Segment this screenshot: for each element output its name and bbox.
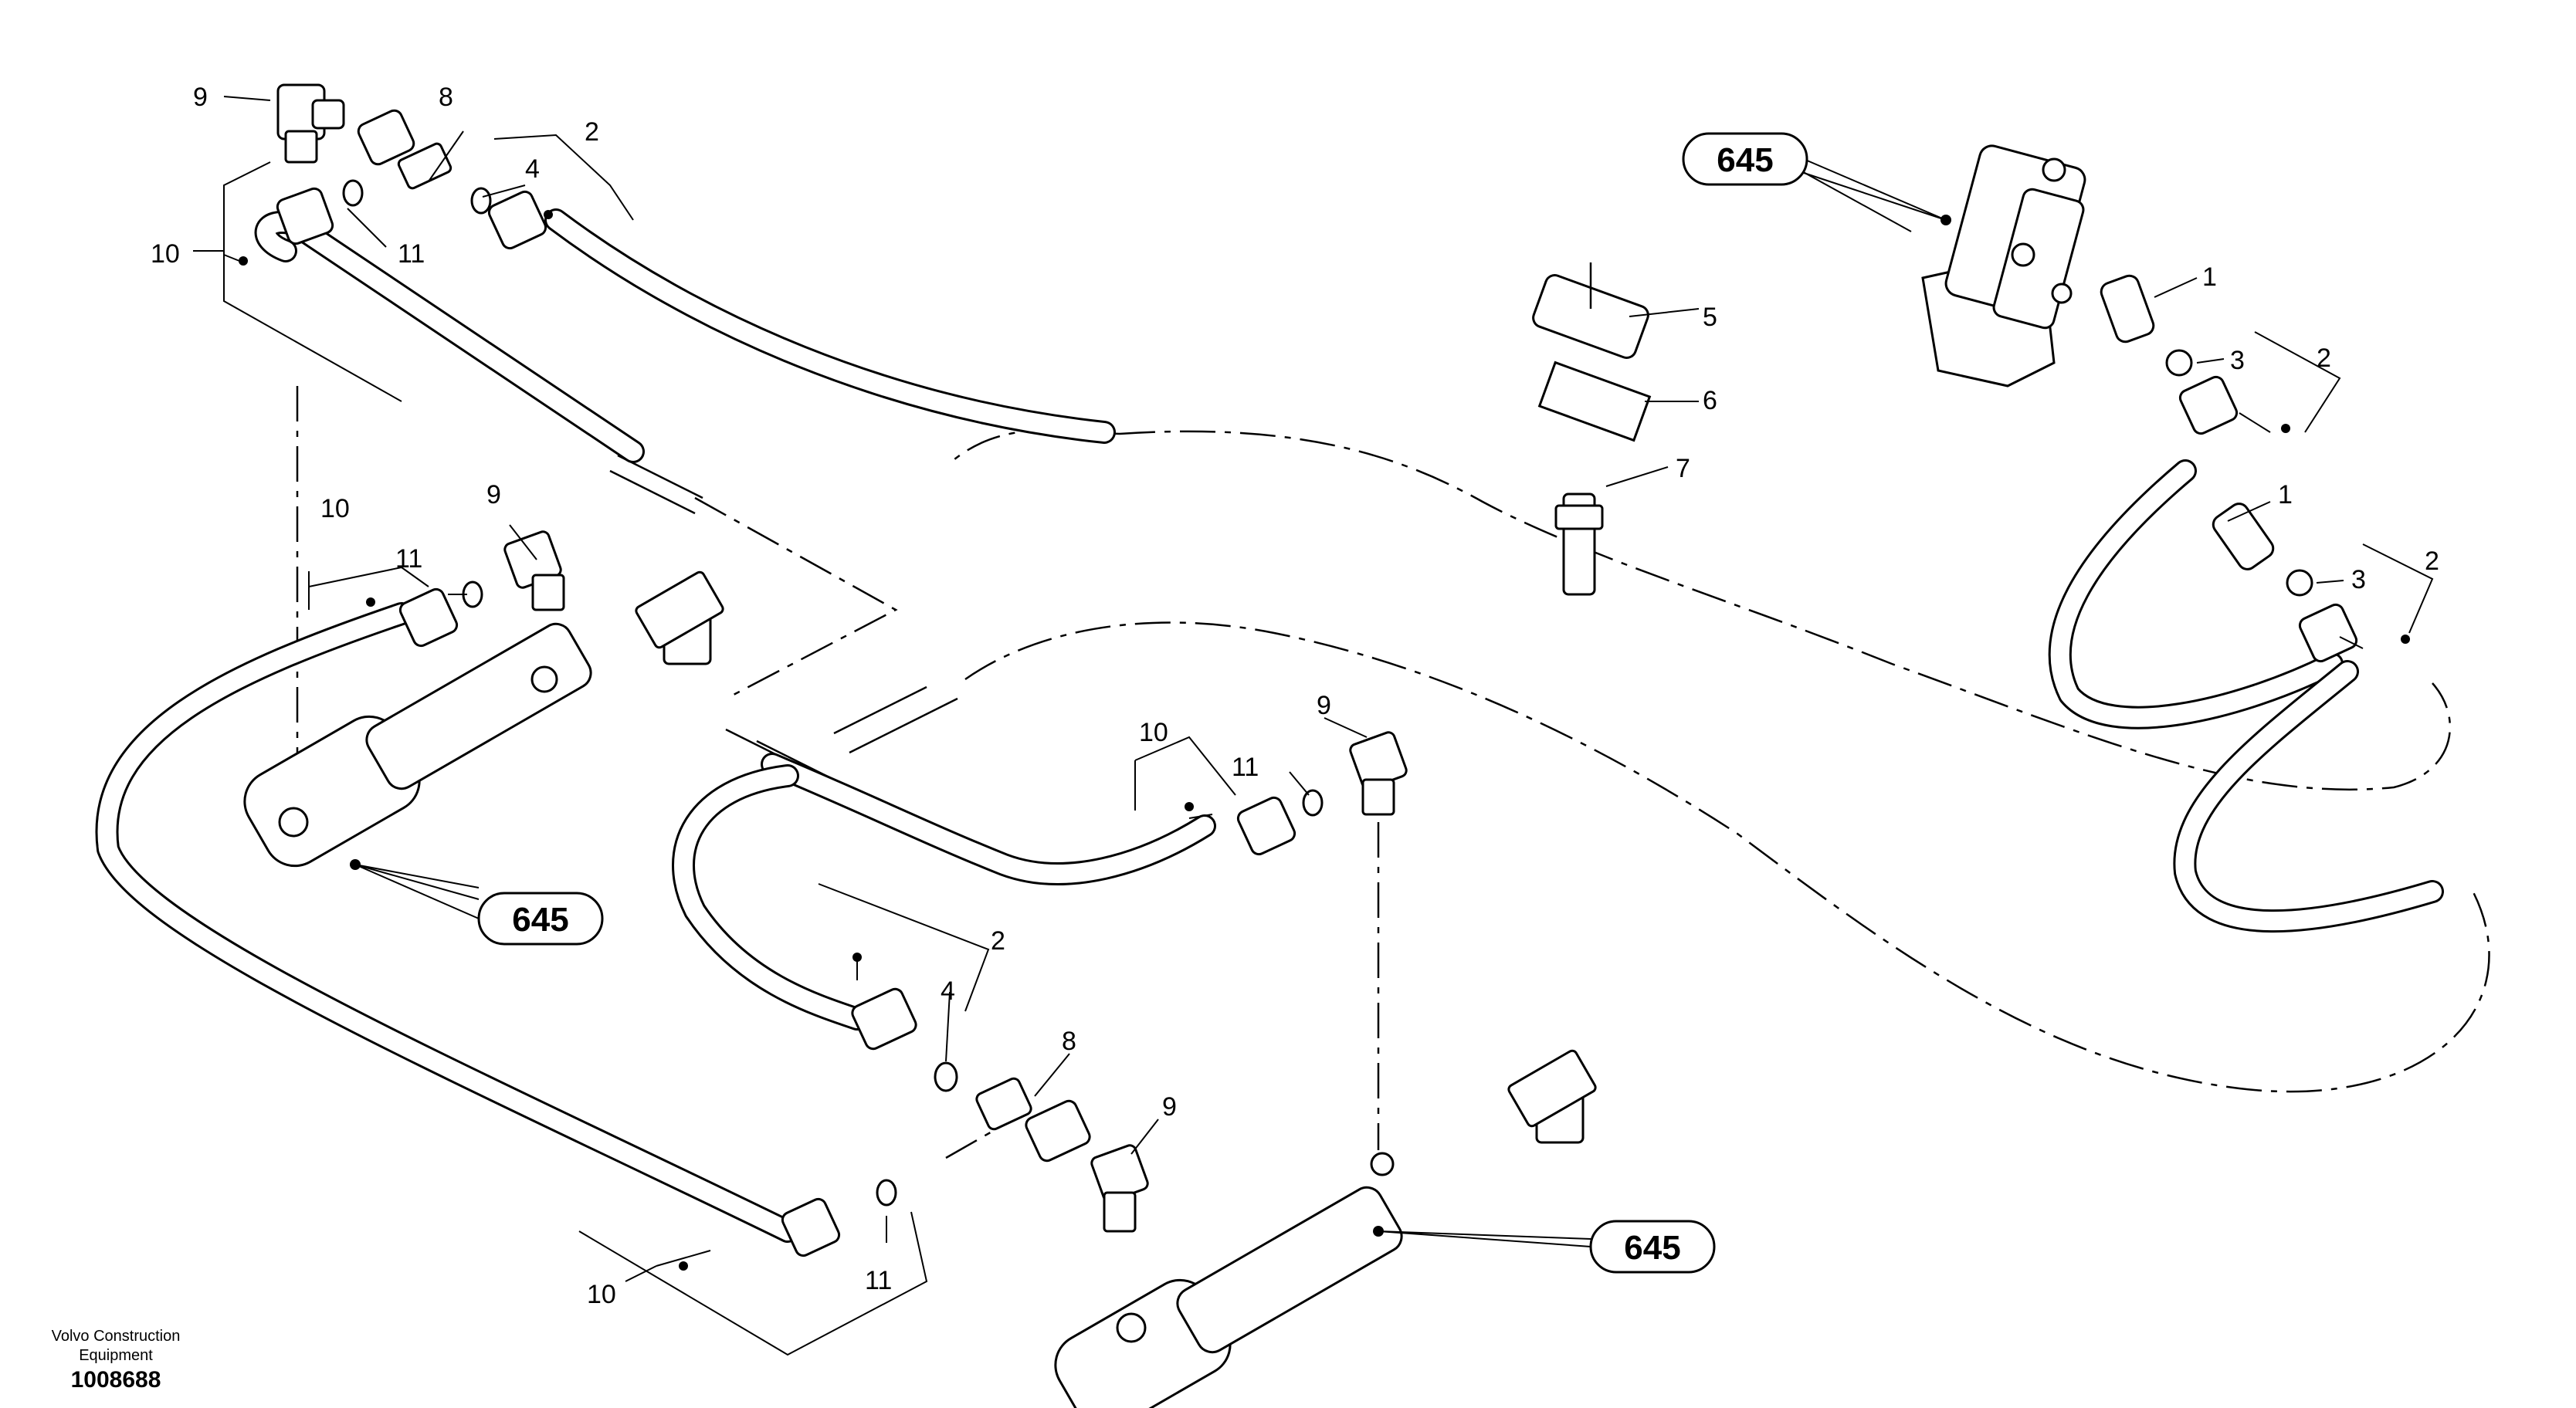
callout-label: 1 <box>2202 262 2217 292</box>
callout-label: 2 <box>585 117 599 147</box>
reference-label: 645 <box>512 901 568 939</box>
adapter-fitting <box>2100 274 2155 344</box>
callout-label: 7 <box>1676 454 1690 483</box>
callout-label: 9 <box>193 83 208 112</box>
callout-label: 1 <box>2278 480 2293 509</box>
leader-dots <box>239 210 2410 1271</box>
callout-label: 9 <box>486 480 501 509</box>
reference-label: 645 <box>1624 1229 1680 1267</box>
callout-label: 8 <box>1062 1027 1076 1056</box>
reference-label: 645 <box>1717 141 1773 179</box>
callout-label: 11 <box>398 239 425 269</box>
steering-unit <box>1921 144 2086 388</box>
tee-fitting <box>975 1077 1032 1131</box>
callout-label: 11 <box>865 1266 892 1295</box>
reference-bubbles: 645 645 645 <box>354 132 1947 1274</box>
routing-line <box>694 496 898 696</box>
reference-bubble <box>1589 1220 1716 1274</box>
footer-company-line2: Equipment <box>79 1347 153 1364</box>
footer-company: Volvo Construction <box>52 1328 181 1345</box>
callout-label: 6 <box>1703 386 1717 415</box>
routing-line <box>964 621 2490 1093</box>
callout-label: 10 <box>1139 718 1168 747</box>
callout-numbers: 9 8 2 4 10 11 5 6 7 1 3 2 1 3 2 10 9 11 … <box>151 83 2439 1309</box>
leader-lines <box>193 96 2434 1356</box>
document-number: 1008688 <box>71 1367 161 1393</box>
callout-label: 2 <box>2317 344 2331 373</box>
callout-label: 3 <box>2230 346 2245 375</box>
clamp-assembly <box>1532 262 1652 596</box>
routing-line <box>1119 430 2451 790</box>
callout-label: 4 <box>525 154 540 184</box>
callout-label: 10 <box>320 494 350 523</box>
cylinder-right <box>1054 1049 1597 1408</box>
footer: Volvo Construction Equipment 1008688 <box>52 1328 181 1393</box>
adapter-fitting <box>2212 503 2275 570</box>
callout-label: 10 <box>151 239 180 269</box>
clamp-plate <box>1537 360 1652 442</box>
cylinder-left <box>243 570 724 868</box>
callout-label: 10 <box>587 1280 616 1309</box>
callout-label: 11 <box>395 544 422 574</box>
callout-label: 9 <box>1162 1092 1177 1122</box>
tee-fitting <box>357 109 415 166</box>
callout-label: 2 <box>991 926 1005 956</box>
reference-bubble <box>477 892 604 946</box>
callout-label: 11 <box>1232 753 1259 782</box>
callout-label: 5 <box>1703 303 1717 332</box>
callout-label: 2 <box>2425 547 2439 576</box>
callout-label: 8 <box>439 83 453 112</box>
reference-bubble <box>1682 132 1808 186</box>
callout-label: 4 <box>941 976 955 1006</box>
clamp-block <box>1532 274 1649 359</box>
callout-label: 9 <box>1317 691 1331 720</box>
callout-label: 3 <box>2351 565 2366 594</box>
